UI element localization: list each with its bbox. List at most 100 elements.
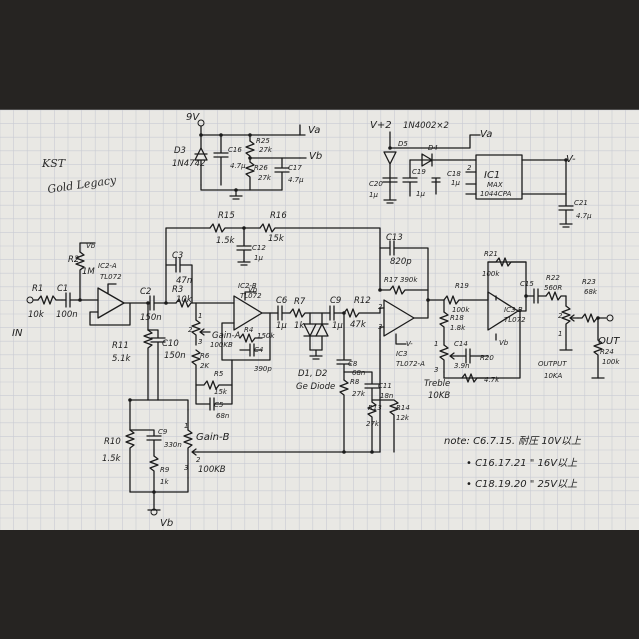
r15-symbol (209, 223, 245, 233)
supply-9v-label: 9V (186, 112, 200, 123)
gain-a-pin3: 3 (198, 338, 202, 346)
vminus-label: V- (566, 154, 576, 165)
gain-b-pin3: 3 (184, 464, 188, 472)
junction-dots (78, 133, 600, 494)
output-pot-label: OUTPUT (538, 360, 567, 368)
r26-value: 27k (258, 174, 272, 182)
r16-value: 15k (268, 234, 285, 244)
ic3a-opamp (383, 299, 415, 337)
d4-label: D4 (428, 144, 438, 152)
r5-symbol (195, 359, 233, 390)
r14-value: 12k (396, 414, 410, 422)
gain-b-pin2: 2 (196, 456, 201, 464)
gain-b-section: R10 1.5k C9 330n R9 1k 1 2 3 Gain-B 100K… (102, 399, 381, 529)
ic3b-label: IC3-B (504, 306, 523, 314)
r22-value: 560R (544, 284, 562, 292)
gain-b-label: Gain-B (196, 432, 230, 443)
gain-b-value: 100KB (198, 465, 226, 475)
r4-label: R4 (244, 326, 253, 334)
r17-symbol (379, 285, 429, 295)
ic3a-vminus: V- (406, 340, 413, 348)
r1-value: 10k (28, 310, 45, 320)
d1-diode-symbol (303, 323, 317, 351)
r7-value: 1k (294, 321, 305, 331)
c19-value: 1μ (416, 190, 425, 198)
gain-a-label: Gain-A (212, 331, 241, 341)
ic1-name-a: MAX (487, 181, 503, 189)
clipping-section: C6 1μ R7 1k D1, D2 Ge Diode C9 1μ R12 47… (276, 296, 410, 453)
r26-label: R26 (254, 164, 268, 172)
gain-a-pot-symbol (191, 319, 211, 346)
note-line-3: • C18.19.20 " 25V以上 (466, 478, 578, 490)
input-label: IN (12, 328, 23, 339)
r12-symbol (343, 308, 381, 318)
r25-symbol (245, 140, 255, 163)
r17-value: 390k (400, 276, 418, 284)
c21-label: C21 (574, 199, 588, 207)
c10-value: 150n (164, 351, 186, 361)
c1-value: 100n (56, 310, 78, 320)
output-pot-value: 10KA (544, 372, 562, 380)
r12-label: R12 (354, 296, 371, 306)
d12-label: D1, D2 (298, 369, 327, 379)
r18-symbol (439, 311, 449, 346)
c4-label: C4 (254, 346, 263, 354)
c2-value: 150n (140, 313, 162, 323)
ic1-body (475, 154, 523, 200)
r3-symbol (175, 298, 235, 308)
c9b-label: C9 (158, 428, 168, 436)
c19-label: C19 (412, 168, 426, 176)
ic2a-opamp (97, 287, 125, 319)
vb-label: Vb (309, 151, 322, 162)
r16-symbol (259, 223, 381, 291)
paper-sheet (0, 110, 639, 530)
r13-symbol (367, 401, 377, 453)
r16-label: R16 (270, 211, 287, 221)
c20-value: 1μ (369, 191, 378, 199)
r18-label: R18 (450, 314, 464, 322)
r1-label: R1 (32, 284, 43, 294)
c3-label: C3 (172, 251, 183, 261)
r7-symbol (289, 308, 331, 318)
cb-label: C13 (386, 233, 403, 243)
r21-value: 100k (482, 270, 500, 278)
r26-symbol (245, 161, 255, 191)
va-ic-label: Va (480, 129, 492, 140)
c3-value: 47n (176, 276, 192, 286)
r3-label: R3 (172, 285, 183, 295)
c9-label: C9 (330, 296, 341, 306)
d5-label: D5 (398, 140, 408, 148)
r2-label: R2 (68, 255, 79, 265)
r24-label: R24 (600, 348, 614, 356)
r24-symbol (593, 339, 603, 379)
treble-pot-symbol (439, 344, 459, 373)
r20-label: R20 (480, 354, 494, 362)
r12-value: 47k (350, 320, 367, 330)
tone-stage: C13 820p R17 390k 2 3 IC3 TL072-A V- R19… (378, 233, 620, 453)
r8-label: R8 (350, 378, 360, 386)
d12-value: Ge Diode (296, 382, 335, 392)
ic3b-value: TL072 (504, 316, 526, 324)
c11-label: C11 (378, 382, 392, 390)
c12-label: C12 (252, 244, 266, 252)
r20-symbol (443, 309, 521, 383)
r19-label: R19 (455, 282, 469, 290)
ic1-pin2: 2 (467, 164, 472, 172)
c2-label: C2 (140, 287, 151, 297)
c8-value: 68n (352, 369, 365, 377)
c16-label: C16 (228, 146, 242, 154)
r15-value: 1.5k (216, 236, 236, 246)
r21-symbol (487, 257, 527, 267)
r13-value: 27k (366, 420, 380, 428)
c11-value: 18n (380, 392, 393, 400)
c14-value: 3.9n (454, 362, 470, 370)
c9-value: 1μ (332, 321, 343, 331)
r4-value: 150k (257, 332, 275, 340)
r2-symbol (75, 251, 85, 301)
ic2a-label: IC2-A (98, 262, 117, 270)
c9b-value: 330n (164, 441, 182, 449)
gain-b-pot-symbol (183, 429, 199, 479)
r14-symbol (371, 399, 399, 453)
ic1-label: IC1 (484, 170, 500, 181)
